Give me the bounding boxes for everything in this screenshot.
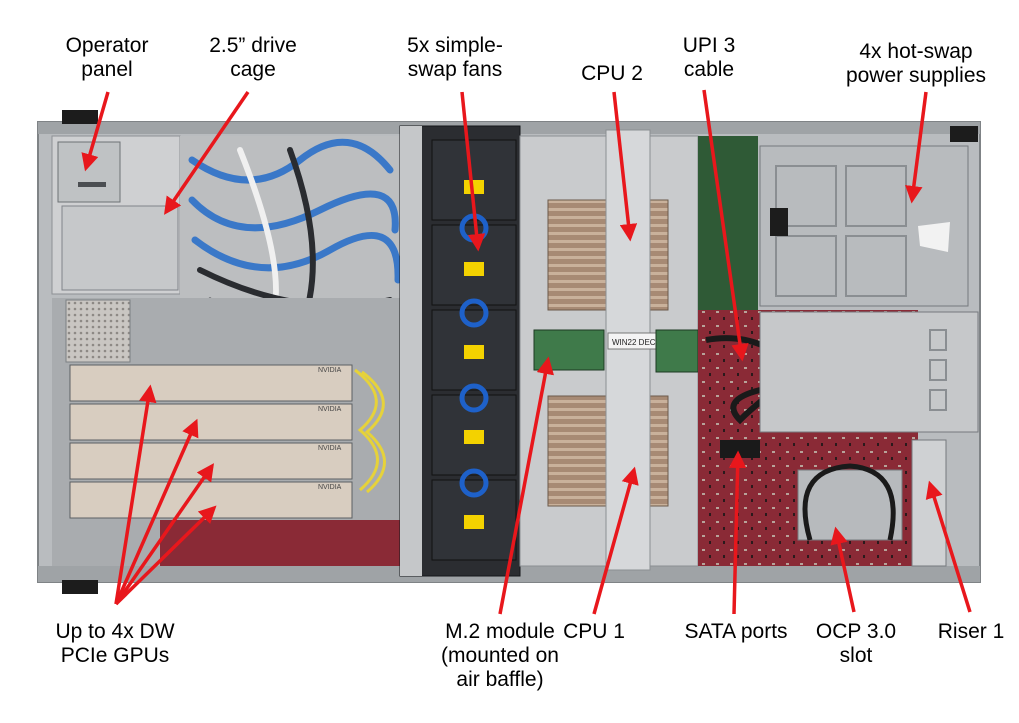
arrow-gpu-2 bbox=[114, 418, 199, 605]
fan-warning-label bbox=[464, 430, 484, 444]
arrow-riser1 bbox=[925, 480, 972, 613]
label-upi-cable: UPI 3 cable bbox=[682, 34, 736, 81]
handle-bottom-left bbox=[62, 580, 98, 594]
gpu-card bbox=[69, 403, 353, 441]
label-riser1: Riser 1 bbox=[937, 620, 1005, 643]
psu-cage-outlines bbox=[775, 165, 907, 297]
upper-board bbox=[698, 136, 758, 310]
sata-connectors bbox=[720, 440, 760, 458]
arrow-drive-cage bbox=[164, 91, 250, 215]
label-gpus: Up to 4x DW PCIe GPUs bbox=[55, 620, 175, 667]
fan-warning-label bbox=[464, 262, 484, 276]
fan-modules bbox=[431, 139, 517, 561]
arrow-fans bbox=[460, 91, 486, 252]
psu-latch bbox=[770, 208, 788, 236]
handle-top-left bbox=[62, 110, 98, 124]
power-cables bbox=[354, 368, 386, 494]
gpu-brand-logo: NVIDIA bbox=[318, 406, 342, 413]
arrow-sata-ports bbox=[728, 450, 747, 615]
arrow-ocp-slot bbox=[830, 526, 856, 613]
fan-latch bbox=[459, 383, 489, 413]
gpu-brand-logo: NVIDIA bbox=[318, 445, 342, 452]
fan-latch bbox=[459, 468, 489, 498]
ocp-cable bbox=[802, 463, 896, 541]
m2-sticker-text: WIN22 DEC bbox=[612, 338, 656, 347]
gpu-brand-logo: NVIDIA bbox=[318, 484, 342, 491]
arrow-m2-module bbox=[498, 356, 554, 615]
arrow-cpu2 bbox=[612, 91, 638, 242]
fan-warning-label bbox=[464, 345, 484, 359]
m2-module-board bbox=[533, 329, 605, 371]
label-drive-cage: 2.5” drive cage bbox=[209, 34, 297, 81]
gpu-brand-logo: NVIDIA bbox=[318, 367, 342, 374]
operator-panel-slot bbox=[78, 182, 106, 187]
label-cpu1: CPU 1 bbox=[563, 620, 625, 643]
handle-top-right bbox=[950, 126, 978, 142]
riser-cage bbox=[759, 311, 979, 433]
arrow-gpu-1 bbox=[114, 384, 157, 605]
label-power-supplies: 4x hot-swap power supplies bbox=[845, 40, 987, 87]
fan-warning-label bbox=[464, 515, 484, 529]
baffle-rail bbox=[605, 129, 651, 571]
psu-label-card bbox=[918, 222, 950, 252]
operator-panel-box bbox=[57, 141, 121, 203]
riser-slots bbox=[929, 329, 947, 411]
label-m2-module: M.2 module (mounted on air baffle) bbox=[441, 620, 559, 691]
fan-wall-bracket bbox=[400, 126, 422, 576]
drive-cage-box bbox=[61, 205, 179, 291]
label-sata-ports: SATA ports bbox=[684, 620, 788, 643]
arrow-gpu-4 bbox=[114, 505, 217, 606]
label-operator-panel: Operator panel bbox=[65, 34, 149, 81]
gpu-riser-board bbox=[160, 520, 400, 566]
gpu-card bbox=[69, 442, 353, 480]
label-fans: 5x simple- swap fans bbox=[407, 34, 503, 81]
arrow-cpu1 bbox=[592, 466, 639, 615]
riser1-bracket bbox=[911, 439, 947, 567]
annotation-arrows bbox=[81, 89, 972, 615]
arrow-gpu-3 bbox=[114, 463, 214, 605]
fan-warning-label bbox=[464, 180, 484, 194]
label-cpu2: CPU 2 bbox=[581, 62, 643, 85]
arrow-operator-panel bbox=[81, 91, 110, 172]
arrow-upi-cable bbox=[702, 89, 749, 362]
fan-latch bbox=[459, 298, 489, 328]
arrow-power-supplies bbox=[905, 91, 928, 204]
m2-adapter-board bbox=[655, 329, 699, 373]
gpu-slot-grill bbox=[65, 299, 131, 363]
label-ocp-slot: OCP 3.0 slot bbox=[815, 620, 897, 667]
gpu-card bbox=[69, 364, 353, 402]
